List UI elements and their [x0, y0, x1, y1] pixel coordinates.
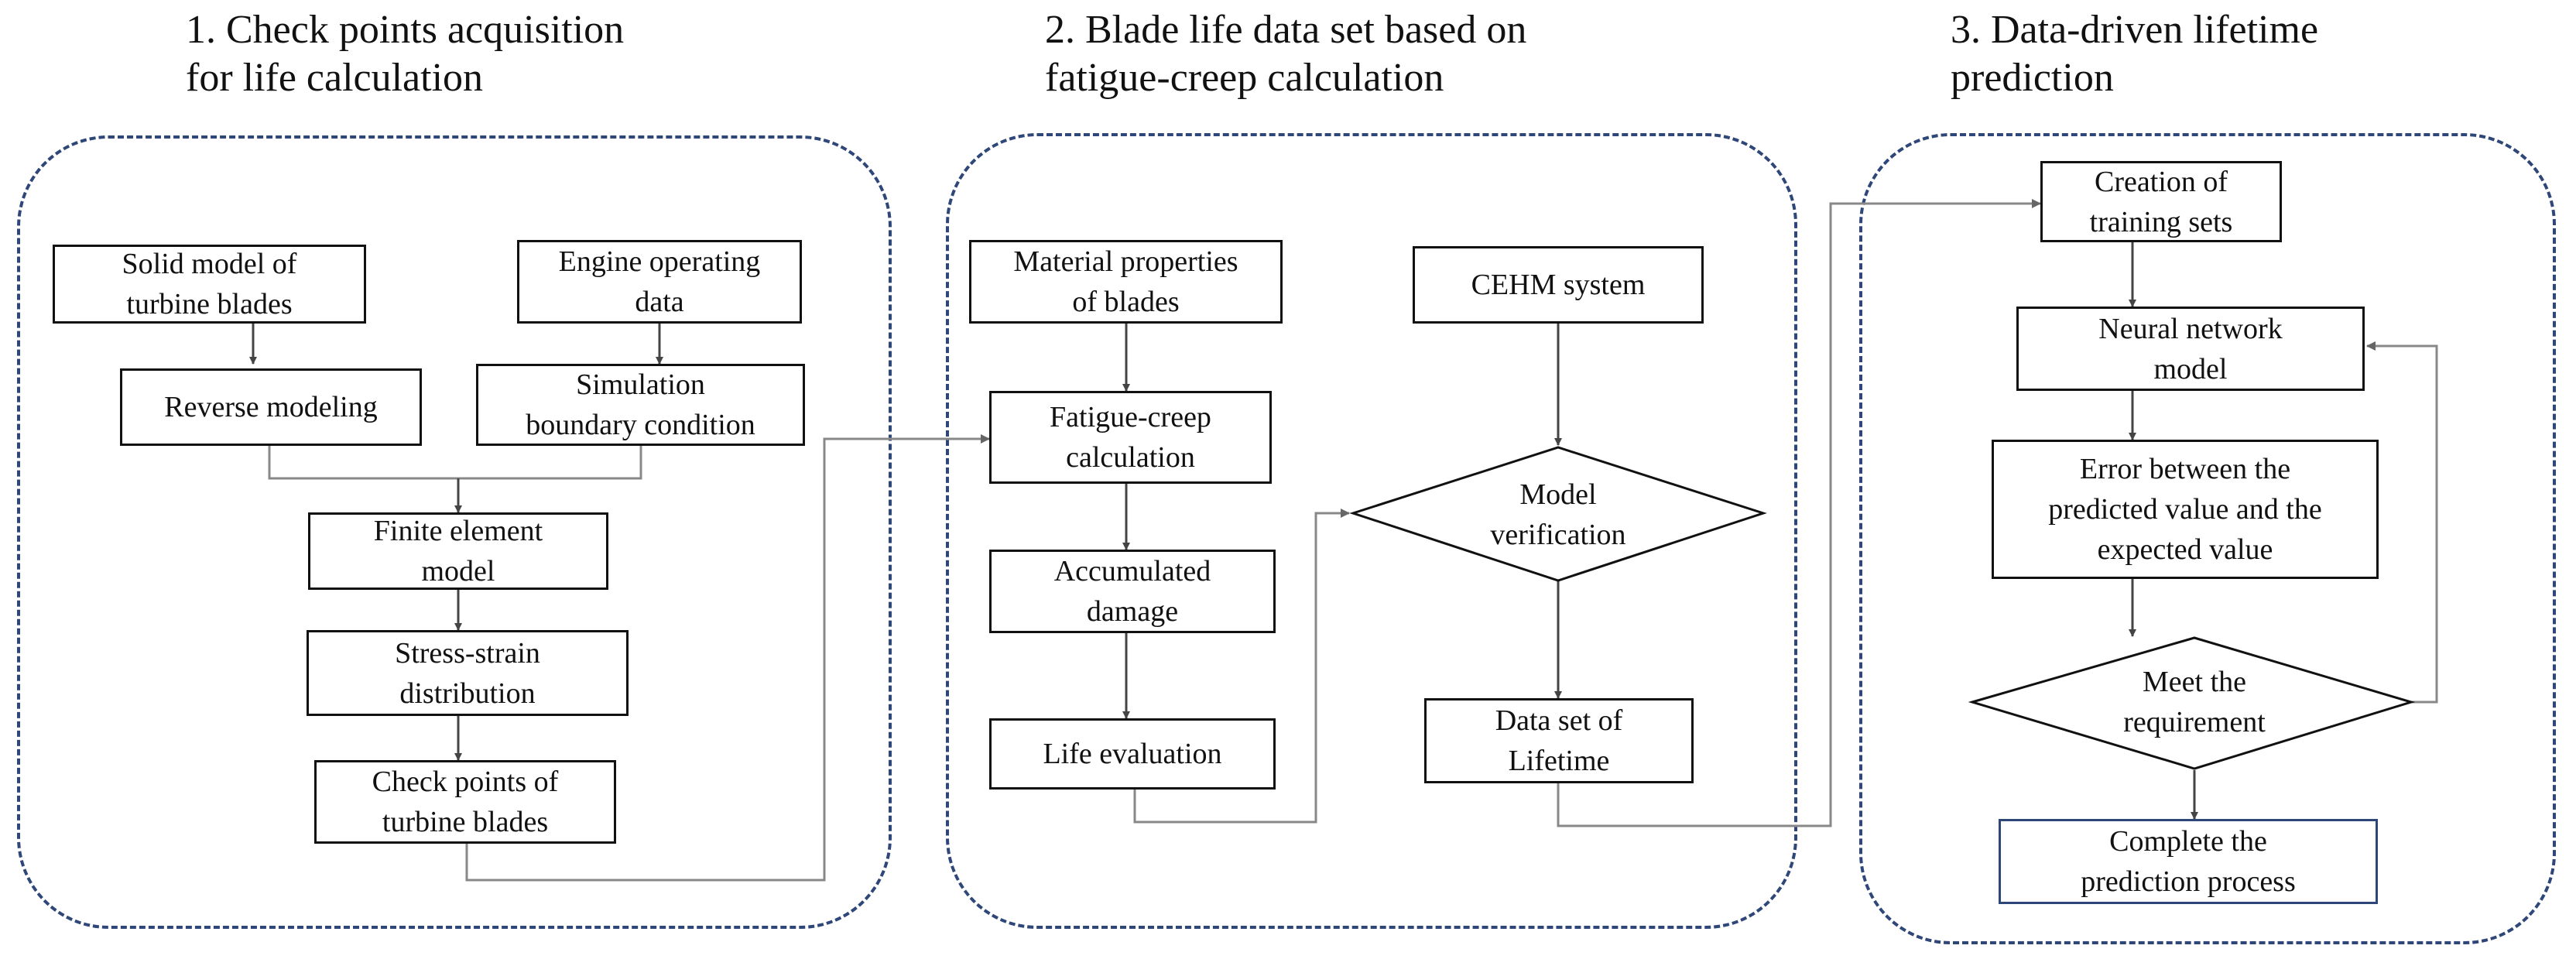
- arrow-dataset-to-training: [1557, 199, 2041, 827]
- section-1-title: 1. Check points acquisition for life cal…: [186, 8, 625, 100]
- section-3-panel: [1859, 133, 2556, 944]
- section-2-title: 2. Blade life data set based on fatigue-…: [1045, 8, 1527, 100]
- life-evaluation-box: Life evaluation: [989, 718, 1276, 790]
- model-verification-diamond: [1349, 446, 1767, 582]
- section-2-panel: [946, 133, 1797, 929]
- section-1-panel: [17, 135, 892, 929]
- connector-merge-to-fem: [268, 446, 642, 480]
- section-3-title: 3. Data-driven lifetime prediction: [1951, 8, 2319, 100]
- meet-requirement-diamond: [1968, 636, 2416, 770]
- cehm-system-box: CEHM system: [1413, 246, 1704, 324]
- arrow-requirement-feedback: [2366, 341, 2438, 704]
- arrow-checkpoints-to-fatigue: [465, 434, 990, 882]
- arrow-life-to-verification: [1133, 509, 1350, 824]
- reverse-modeling-box: Reverse modeling: [120, 368, 422, 446]
